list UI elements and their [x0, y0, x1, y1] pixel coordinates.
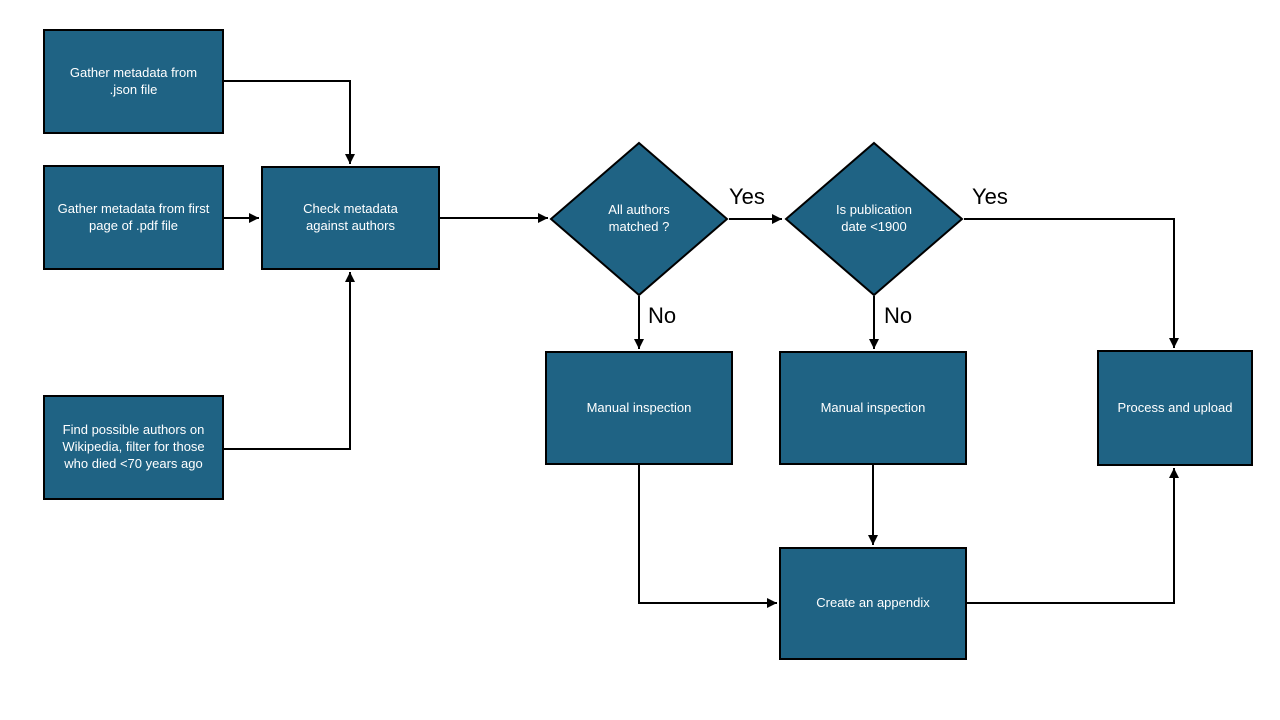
node-gather-pdf: Gather metadata from first page of .pdf … — [43, 165, 224, 270]
edge-label-allmatched-yes: Yes — [729, 184, 765, 209]
node-manual-inspection-left: Manual inspection — [545, 351, 733, 465]
node-create-appendix: Create an appendix — [779, 547, 967, 660]
decision-publication-date-text: Is publication date <1900 — [784, 141, 964, 297]
diamond-shape — [784, 141, 964, 297]
node-manual-inspection-right: Manual inspection — [779, 351, 967, 465]
decision-publication-date-label: Is publication date <1900 — [836, 202, 912, 234]
node-process-upload-label: Process and upload — [1117, 399, 1233, 415]
diamond-shape — [549, 141, 729, 297]
decision-publication-date: Is publication date <1900 — [784, 141, 964, 297]
edge-label-pubdate-no: No — [884, 303, 913, 328]
edge-json-to-check — [224, 80, 355, 164]
node-check-metadata: Check metadata against authors — [261, 166, 440, 270]
node-manual-inspection-right-label: Manual inspection — [820, 399, 926, 415]
node-create-appendix-label: Create an appendix — [816, 595, 930, 611]
decision-all-authors-matched-label: All authors matched ? — [608, 202, 670, 234]
node-find-authors: Find possible authors on Wikipedia, filt… — [43, 395, 224, 500]
node-check-metadata-label: Check metadata against authors — [303, 201, 398, 233]
node-find-authors-label: Find possible authors on Wikipedia, filt… — [62, 422, 205, 471]
decision-all-authors-matched: All authors matched ? — [549, 141, 729, 297]
decision-all-authors-matched-text: All authors matched ? — [549, 141, 729, 297]
edge-appendix-to-process — [967, 468, 1179, 604]
node-gather-json-label: Gather metadata from .json file — [69, 64, 198, 97]
node-gather-pdf-label: Gather metadata from first page of .pdf … — [57, 200, 210, 233]
edge-manual-left-to-appendix — [638, 465, 777, 608]
edge-wikipedia-to-check — [224, 272, 355, 450]
node-manual-inspection-left-label: Manual inspection — [586, 399, 692, 415]
edge-label-pubdate-yes: Yes — [972, 184, 1008, 209]
edge-pubdate-yes-to-process — [964, 218, 1179, 348]
edge-label-allmatched-no: No — [648, 303, 677, 328]
node-process-upload: Process and upload — [1097, 350, 1253, 466]
node-gather-json: Gather metadata from .json file — [43, 29, 224, 134]
